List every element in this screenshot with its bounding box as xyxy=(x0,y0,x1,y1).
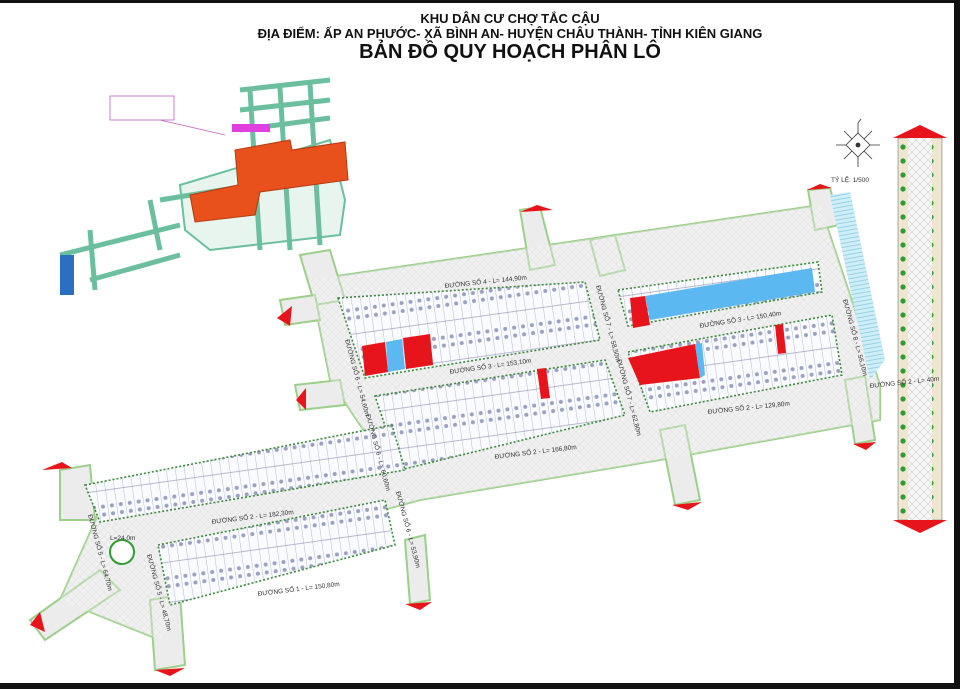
road-end-caps xyxy=(30,184,876,676)
scale-label: TỶ LỆ: 1/500 xyxy=(831,175,869,184)
inset-water xyxy=(60,255,74,295)
project-name: KHU DÂN CƯ CHỢ TẮC CẬU xyxy=(420,11,600,26)
north-arrow-compass-icon xyxy=(836,118,880,167)
canal xyxy=(830,192,885,380)
inset-location-map xyxy=(59,77,349,295)
boulevard-duong-so-2 xyxy=(893,125,947,533)
block-west-lower xyxy=(157,499,396,606)
block-east xyxy=(626,314,843,413)
location-line: ĐỊA ĐIỂM: ẤP AN PHƯỚC- XÃ BÌNH AN- HUYỆN… xyxy=(257,26,763,41)
status-lots xyxy=(362,268,815,399)
roundabout xyxy=(109,539,135,565)
road-label-1: ĐƯỜNG SỐ 1 - L= 150,80m xyxy=(257,578,340,598)
map-title: BẢN ĐỒ QUY HOẠCH PHÂN LÔ xyxy=(359,41,661,63)
inset-callout-box xyxy=(109,95,175,121)
roundabout-label: L=24,0m xyxy=(110,535,135,542)
inset-highlight xyxy=(232,124,270,132)
inset-project-area xyxy=(189,139,349,223)
block-west-upper xyxy=(83,424,407,523)
